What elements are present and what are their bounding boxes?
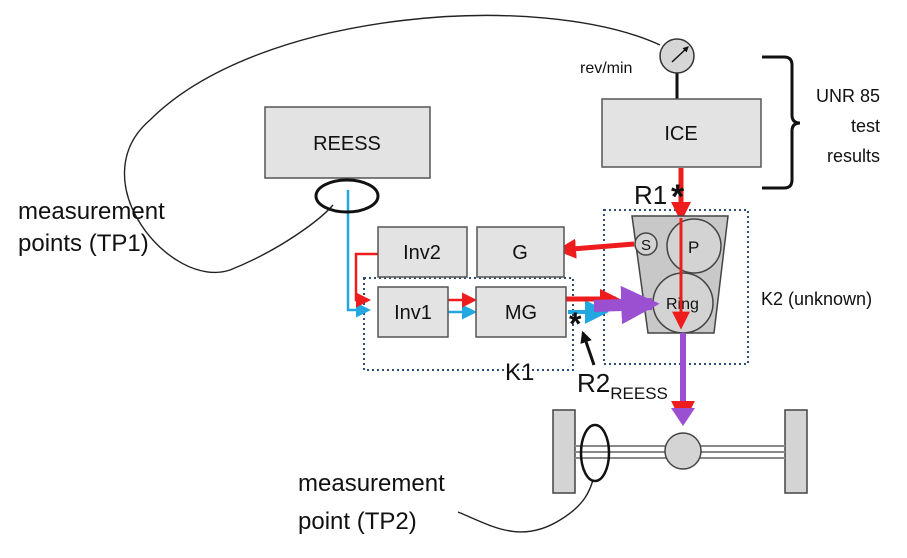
generator-label: G (512, 242, 528, 264)
rev-min-label: rev/min (580, 60, 632, 77)
reess-label: REESS (313, 133, 381, 155)
differential (664, 432, 702, 470)
output-arrowhead-axle (671, 408, 695, 426)
reess-block (264, 106, 431, 179)
sun-gear (634, 232, 658, 256)
inv1-block (377, 286, 449, 338)
unr85-line2: test (851, 116, 880, 136)
planet-gear-label: P (688, 238, 699, 257)
r2-main: R2 (577, 368, 610, 398)
sun-gear-label: S (641, 237, 651, 254)
generator-block (476, 226, 565, 278)
tp1-measurement-cable (123, 14, 661, 273)
electrical-line-reess-inv1 (346, 190, 371, 318)
output-arrow-mg-ring (593, 285, 660, 325)
unr85-line1: UNR 85 (816, 86, 880, 106)
r2-asterisk-icon: * (569, 306, 582, 342)
ice-block (601, 98, 762, 168)
power-arrow-sun-g (556, 238, 635, 259)
r1-label: R1 (634, 180, 667, 210)
tp2-current-clamp (579, 423, 611, 483)
inv2-block (377, 226, 468, 278)
tp2-label-line2: point (TP2) (298, 508, 417, 535)
r2-subscript: REESS (610, 384, 668, 403)
inv1-label: Inv1 (394, 302, 432, 324)
right-wheel (784, 409, 808, 494)
r2-label: R2REESS (577, 368, 668, 403)
mg-block (475, 286, 567, 338)
power-line-inv2-inv1 (354, 252, 378, 308)
r1-asterisk-icon: * (671, 178, 685, 216)
tp1-current-clamp (314, 178, 380, 214)
mg-label: MG (505, 302, 537, 324)
k1-boundary (363, 277, 574, 371)
k1-label: K1 (505, 359, 534, 386)
left-wheel (552, 409, 576, 494)
tp1-label-line1: measurement (18, 198, 165, 225)
tp2-measurement-cable (457, 479, 594, 533)
r2-pointer-arrow (580, 330, 596, 366)
rev-gauge-icon (659, 38, 695, 74)
ice-label: ICE (664, 123, 697, 145)
unr85-bracket (762, 55, 801, 190)
unr85-line3: results (827, 146, 880, 166)
tp2-label-line1: measurement (298, 470, 445, 497)
gauge-needle (671, 46, 689, 63)
k2-label: K2 (unknown) (761, 289, 872, 309)
inv2-label: Inv2 (403, 242, 441, 264)
tp1-label-line2: points (TP1) (18, 230, 149, 257)
